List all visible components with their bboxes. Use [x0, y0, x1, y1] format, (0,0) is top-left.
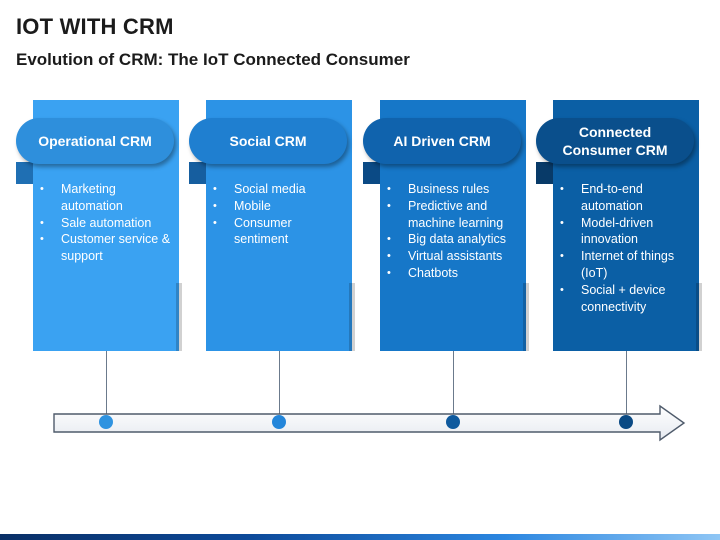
panel-shadow	[349, 283, 355, 351]
timeline-dot	[446, 415, 460, 429]
bullet-item: Model-driven innovation	[560, 215, 693, 249]
bullet-item: Social + device connectivity	[560, 282, 693, 316]
stage-bullet-list: Business rules Predictive and machine le…	[386, 181, 520, 282]
bullet-item: Internet of things (IoT)	[560, 248, 693, 282]
tag-fold	[16, 162, 33, 184]
timeline-dot	[272, 415, 286, 429]
bullet-item: Mobile	[213, 198, 346, 215]
bullet-item: Consumer sentiment	[213, 215, 346, 249]
timeline-connector	[453, 351, 454, 415]
bullet-item: Marketing automation	[40, 181, 173, 215]
stage-tag-connected-consumer-crm: Connected Consumer CRM	[536, 118, 694, 164]
bullet-item: Social media	[213, 181, 346, 198]
stage-label: Connected Consumer CRM	[562, 124, 668, 158]
stage-bullet-list: Social media Mobile Consumer sentiment	[212, 181, 346, 248]
stage-label: Operational CRM	[38, 133, 152, 149]
stage-column-operational-crm: Operational CRM Marketing automation Sal…	[16, 100, 182, 351]
bullet-item: Big data analytics	[387, 231, 520, 248]
page-title: IOT WITH CRM	[16, 14, 174, 39]
page-subtitle: Evolution of CRM: The IoT Connected Cons…	[16, 50, 410, 69]
bullet-item: Predictive and machine learning	[387, 198, 520, 232]
stage-tag-social-crm: Social CRM	[189, 118, 347, 164]
stage-tag-ai-driven-crm: AI Driven CRM	[363, 118, 521, 164]
stage-tag-operational-crm: Operational CRM	[16, 118, 174, 164]
bullet-item: Sale automation	[40, 215, 173, 232]
stage-label: Social CRM	[229, 133, 307, 149]
tag-fold	[536, 162, 553, 184]
timeline-dot	[619, 415, 633, 429]
timeline-dot	[99, 415, 113, 429]
stage-column-ai-driven-crm: AI Driven CRM Business rules Predictive …	[363, 100, 529, 351]
stage-column-connected-consumer-crm: Connected Consumer CRM End-to-end automa…	[536, 100, 702, 351]
panel-shadow	[523, 283, 529, 351]
bullet-item: Chatbots	[387, 265, 520, 282]
tag-fold	[363, 162, 380, 184]
footer-accent-bar	[0, 534, 720, 540]
timeline-connector	[626, 351, 627, 415]
bullet-item: Customer service & support	[40, 231, 173, 265]
stage-column-social-crm: Social CRM Social media Mobile Consumer …	[189, 100, 355, 351]
timeline-connector	[106, 351, 107, 415]
bullet-item: End-to-end automation	[560, 181, 693, 215]
tag-fold	[189, 162, 206, 184]
bullet-item: Virtual assistants	[387, 248, 520, 265]
stage-bullet-list: Marketing automation Sale automation Cus…	[39, 181, 173, 265]
stage-label: AI Driven CRM	[393, 133, 491, 149]
panel-shadow	[176, 283, 182, 351]
timeline-connector	[279, 351, 280, 415]
bullet-item: Business rules	[387, 181, 520, 198]
panel-shadow	[696, 283, 702, 351]
stage-bullet-list: End-to-end automation Model-driven innov…	[559, 181, 693, 315]
